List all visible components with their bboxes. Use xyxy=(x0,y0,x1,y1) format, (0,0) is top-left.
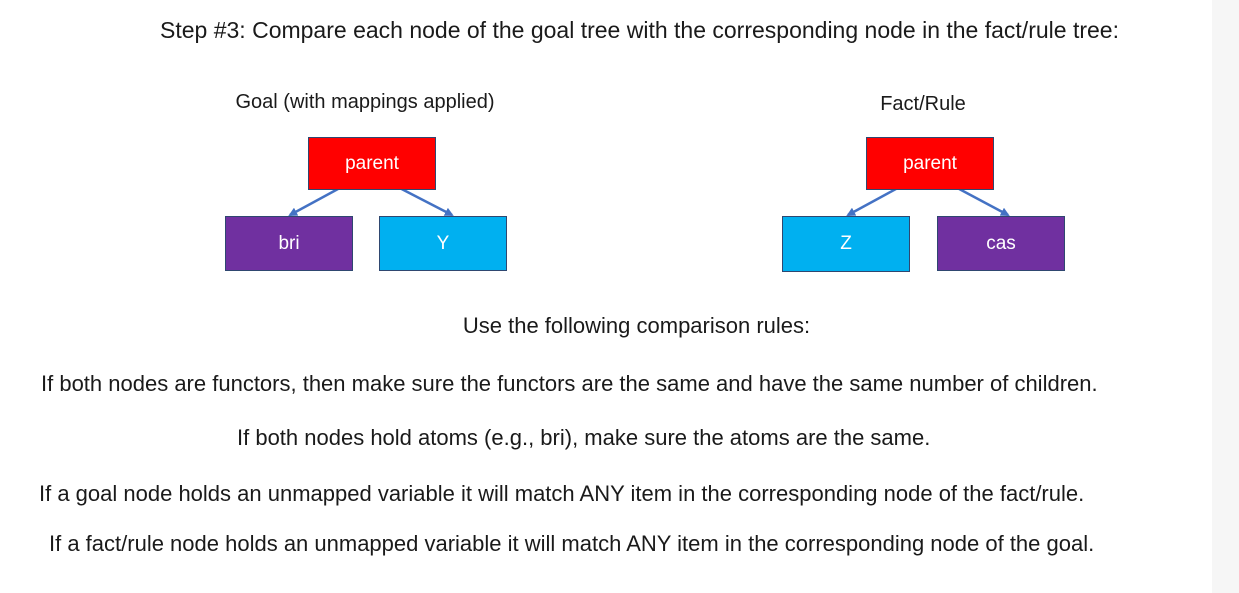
rule-goal-variable: If a goal node holds an unmapped variabl… xyxy=(39,481,1085,506)
rule-functors: If both nodes are functors, then make su… xyxy=(41,371,1098,396)
fact-root-node: parent xyxy=(866,137,994,190)
fact-left-child-node: Z xyxy=(782,216,910,272)
rule-atoms: If both nodes hold atoms (e.g., bri), ma… xyxy=(237,425,931,450)
rule-fact-variable: If a fact/rule node holds an unmapped va… xyxy=(49,531,1095,556)
fact-right-child-node: cas xyxy=(937,216,1065,271)
rules-title: Use the following comparison rules: xyxy=(462,313,811,338)
goal-tree-caption: Goal (with mappings applied) xyxy=(235,91,495,113)
fact-tree-caption: Fact/Rule xyxy=(880,93,966,115)
goal-right-child-node: Y xyxy=(379,216,507,271)
step-heading: Step #3: Compare each node of the goal t… xyxy=(160,17,1119,43)
goal-root-node: parent xyxy=(308,137,436,190)
goal-left-child-node: bri xyxy=(225,216,353,271)
slide-edge-strip xyxy=(1212,0,1239,593)
